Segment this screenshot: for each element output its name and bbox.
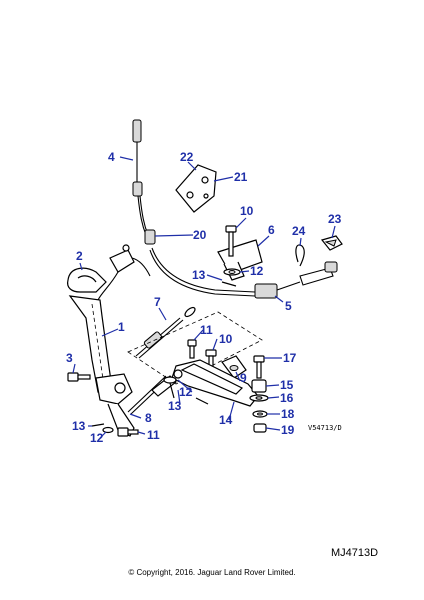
callout-10: 10 xyxy=(240,204,254,218)
part-17-bolt xyxy=(253,355,265,379)
part-15-bush xyxy=(251,379,267,393)
part-23-clip xyxy=(320,235,343,251)
part-11-bolt-lower xyxy=(117,427,139,437)
copyright-notice: © Copyright, 2016. Jaguar Land Rover Lim… xyxy=(128,568,296,577)
callout-19: 19 xyxy=(281,423,295,437)
part-2-handle-grip xyxy=(67,267,107,293)
callout-8: 8 xyxy=(145,411,152,425)
callout-12-center: 12 xyxy=(179,385,193,399)
part-16-washer xyxy=(249,394,269,402)
callout-12: 12 xyxy=(250,264,264,278)
drawing-code: V54713/D xyxy=(308,424,342,432)
callout-6: 6 xyxy=(268,223,275,237)
callout-12-lower: 12 xyxy=(90,431,104,445)
callout-23: 23 xyxy=(328,212,342,226)
callout-13: 13 xyxy=(192,268,206,282)
part-3-bolt xyxy=(67,372,91,382)
part-4-upper-cable xyxy=(132,119,149,236)
part-14-equaliser-link xyxy=(171,359,259,407)
callout-4: 4 xyxy=(108,150,115,164)
part-18-washer xyxy=(252,410,268,418)
callout-22: 22 xyxy=(180,150,194,164)
assembly-outline xyxy=(127,311,263,385)
callout-20: 20 xyxy=(193,228,207,242)
callout-16: 16 xyxy=(280,391,294,405)
part-19-nut xyxy=(253,423,267,433)
callout-10-center: 10 xyxy=(219,332,233,346)
part-13-12-lower-pin xyxy=(91,423,114,434)
callout-18: 18 xyxy=(281,407,295,421)
callout-24: 24 xyxy=(292,224,306,238)
part-1-lever xyxy=(68,295,135,437)
callout-2: 2 xyxy=(76,249,83,263)
callout-13-lower: 13 xyxy=(72,419,86,433)
callout-21: 21 xyxy=(234,170,248,184)
part-12-13-washer-center xyxy=(163,376,209,405)
callout-14: 14 xyxy=(219,413,233,427)
part-5-rear-cable xyxy=(149,247,338,299)
callout-3: 3 xyxy=(66,351,73,365)
callout-1: 1 xyxy=(118,320,125,334)
part-22-21-bracket xyxy=(175,164,217,213)
callout-9: 9 xyxy=(240,371,247,385)
callout-5: 5 xyxy=(285,299,292,313)
callout-17: 17 xyxy=(283,351,297,365)
handle-switch-assembly xyxy=(97,244,151,301)
callout-11: 11 xyxy=(200,323,213,337)
callout-15: 15 xyxy=(280,378,294,392)
callout-11-lower: 11 xyxy=(147,428,160,442)
part-11-bolt-center xyxy=(187,339,197,359)
part-20-connector xyxy=(144,229,156,245)
diagram-reference: MJ4713D xyxy=(331,547,379,559)
callout-7: 7 xyxy=(154,295,161,309)
part-7-cable xyxy=(135,306,196,359)
callout-13-center: 13 xyxy=(168,399,182,413)
part-10-pin-top xyxy=(225,225,237,257)
part-9-block xyxy=(221,355,247,379)
callout-labels: 4 22 21 10 23 6 24 20 2 13 12 5 7 1 11 1… xyxy=(66,150,342,445)
part-24-clip xyxy=(295,244,305,267)
leader-lines xyxy=(72,156,336,439)
